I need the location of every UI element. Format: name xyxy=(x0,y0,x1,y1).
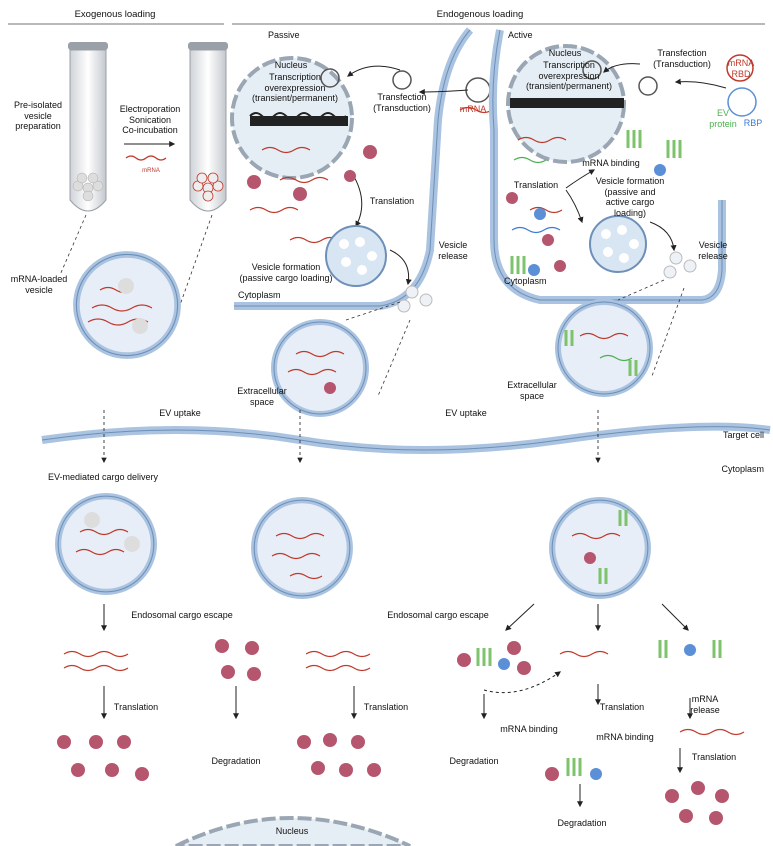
uptake-arrows xyxy=(101,410,601,464)
label-degradation-1: Degradation xyxy=(211,756,261,766)
label-active-rbp: RBP xyxy=(743,118,763,128)
active-proteins xyxy=(506,192,566,272)
label-degradation-3: Degradation xyxy=(557,818,607,828)
label-passive-translation: Translation xyxy=(369,196,415,206)
recipient-vesicle-active xyxy=(552,500,648,596)
label-mrna-binding-2: mRNA binding xyxy=(596,732,654,742)
active-zoom-lines xyxy=(617,279,685,377)
zoom-lines-exogenous xyxy=(59,214,213,306)
label-passive-extracellular: Extracellular space xyxy=(237,386,287,407)
label-active-mrna-binding: mRNA binding xyxy=(582,158,640,168)
passive-proteins xyxy=(247,145,377,201)
header-active: Active xyxy=(508,30,533,40)
label-active-nucleus: Nucleus xyxy=(548,48,582,58)
passive-ev-vesicle xyxy=(274,322,366,414)
label-mrna-loaded: mRNA-loaded vesicle xyxy=(10,274,68,295)
active-cell-membrane xyxy=(488,29,726,304)
active-ev-proteins xyxy=(510,130,682,274)
label-passive-nucleus: Nucleus xyxy=(274,60,308,70)
label-endosomal-right: Endosomal cargo escape xyxy=(387,610,489,620)
label-passive-vesicle-formation: Vesicle formation (passive cargo loading… xyxy=(239,262,333,283)
bottom-protein-clusters xyxy=(57,639,729,825)
label-active-transcription: Transcription overexpression (transient/… xyxy=(525,60,613,91)
label-translation-4: Translation xyxy=(691,752,737,762)
label-passive-cytoplasm: Cytoplasm xyxy=(238,290,281,300)
label-active-cytoplasm: Cytoplasm xyxy=(504,276,547,286)
label-passive-transcription: Transcription overexpression (transient/… xyxy=(251,72,339,103)
active-plasmids xyxy=(582,54,757,117)
passive-forming-vesicle xyxy=(325,225,387,287)
test-tube-empty xyxy=(68,42,108,212)
label-target-cytoplasm: Cytoplasm xyxy=(721,464,764,474)
label-active-translation: Translation xyxy=(513,180,559,190)
label-active-vesicle-formation: Vesicle formation (passive and active ca… xyxy=(595,176,665,218)
label-ev-uptake-right: EV uptake xyxy=(445,408,487,418)
label-active-transfection: Transfection (Transduction) xyxy=(653,48,711,69)
target-nucleus xyxy=(175,816,411,846)
label-degradation-2: Degradation xyxy=(449,756,499,766)
passive-mrna-strands xyxy=(249,106,493,244)
active-released-vesicles xyxy=(663,251,697,279)
label-active-mrna-rbd: mRNA RBD xyxy=(727,58,755,79)
label-mrna-binding-1: mRNA binding xyxy=(500,724,558,734)
passive-released-vesicles xyxy=(397,285,433,313)
label-active-vesicle-release: Vesicle release xyxy=(698,240,728,261)
active-arrows xyxy=(565,63,727,252)
label-active-ev-protein: EV protein xyxy=(709,108,737,129)
label-target-cell: Target cell xyxy=(722,430,764,440)
label-passive-mrna: mRNA xyxy=(459,104,487,114)
passive-cell-membrane xyxy=(234,27,474,310)
recipient-vesicle-passive xyxy=(254,500,350,596)
label-passive-transfection: Transfection (Transduction) xyxy=(373,92,431,113)
label-translation-1: Translation xyxy=(113,702,159,712)
label-ev-uptake-left: EV uptake xyxy=(159,408,201,418)
label-translation-3: Translation xyxy=(599,702,645,712)
bottom-ev-proteins xyxy=(476,640,722,776)
bottom-rbps xyxy=(498,644,696,780)
header-exogenous: Exogenous loading xyxy=(74,9,156,20)
label-mrna-release: mRNA release xyxy=(690,694,720,715)
target-cell-membrane xyxy=(41,422,771,454)
label-target-nucleus: Nucleus xyxy=(275,826,309,836)
label-endosomal-left: Endosomal cargo escape xyxy=(131,610,233,620)
label-mrna-small: mRNA xyxy=(142,168,160,174)
active-mrna-strands xyxy=(511,136,567,234)
bottom-mrna-strands xyxy=(63,650,745,736)
label-cargo-delivery: EV-mediated cargo delivery xyxy=(48,472,159,482)
mrna-loaded-vesicle xyxy=(76,254,177,355)
label-passive-vesicle-release: Vesicle release xyxy=(438,240,468,261)
header-passive: Passive xyxy=(268,30,300,40)
active-forming-vesicle xyxy=(589,215,647,273)
label-pre-isolated: Pre-isolated vesicle preparation xyxy=(13,100,63,131)
bottom-arrows xyxy=(101,603,693,808)
passive-nucleus xyxy=(230,56,354,180)
label-loading-methods: Electroporation Sonication Co-incubation xyxy=(119,104,181,135)
recipient-vesicle-exogenous xyxy=(58,496,154,592)
header-endogenous: Endogenous loading xyxy=(436,9,524,20)
exogenous-mrna-strand xyxy=(125,155,167,161)
active-nucleus xyxy=(506,44,626,164)
test-tube-loaded xyxy=(188,42,228,212)
active-ev-vesicle xyxy=(558,302,650,394)
passive-zoom-lines xyxy=(345,301,411,397)
label-translation-2: Translation xyxy=(363,702,409,712)
active-rbps xyxy=(528,164,666,276)
label-active-extracellular: Extracellular space xyxy=(507,380,557,401)
